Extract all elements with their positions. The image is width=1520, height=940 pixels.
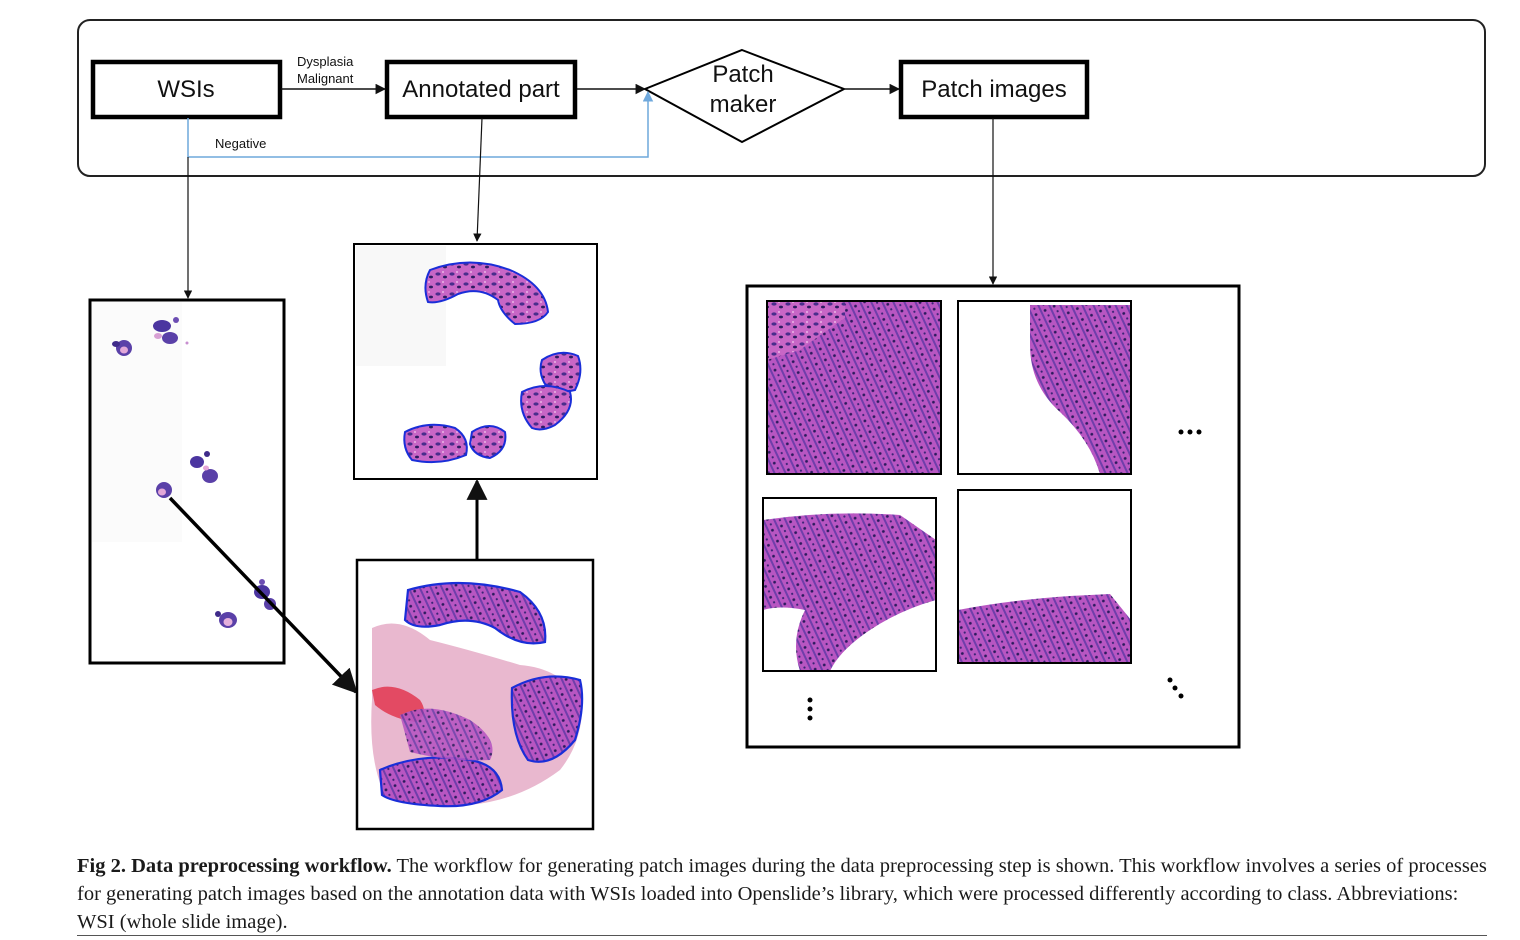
patch-tile-3 bbox=[762, 497, 937, 672]
annotated-region-image bbox=[353, 243, 598, 480]
edge-negative-path bbox=[187, 90, 654, 158]
patch-maker-label-line2: maker bbox=[710, 91, 777, 118]
tissue-sample-1 bbox=[112, 340, 132, 356]
edge-annotated-to-annotated-image bbox=[473, 117, 483, 242]
magnified-tissue-crypts-top bbox=[403, 581, 547, 645]
patch-tile-4 bbox=[957, 489, 1132, 664]
whole-slide-image-panel bbox=[88, 298, 286, 665]
patch-maker-label-line1: Patch bbox=[712, 61, 773, 88]
wsis-label: WSIs bbox=[157, 76, 214, 103]
annotated-tissue-right-upper bbox=[539, 351, 582, 393]
magnified-tissue-image bbox=[355, 558, 595, 831]
ellipsis-vertical-icon bbox=[807, 697, 813, 721]
patch-tile-1 bbox=[766, 300, 942, 475]
annotated-tissue-bottom-mid bbox=[468, 425, 507, 460]
magnified-tissue-crypts-right bbox=[510, 675, 584, 763]
edge-label-negative: Negative bbox=[215, 136, 266, 151]
patch-images-box: Patch images bbox=[898, 59, 1090, 120]
caption-divider bbox=[77, 935, 1487, 936]
caption-body: The workflow for generating patch images… bbox=[77, 855, 1487, 933]
magnified-tissue-crypts-bottom bbox=[378, 756, 504, 808]
annotated-part-box: Annotated part bbox=[384, 59, 578, 120]
caption-label: Fig 2. bbox=[77, 855, 126, 877]
edge-label-dysplasia: Dysplasia bbox=[297, 54, 354, 69]
edge-label-malignant: Malignant bbox=[297, 71, 354, 86]
patch-images-label: Patch images bbox=[921, 76, 1066, 103]
patch-images-grid bbox=[745, 284, 1241, 749]
magnified-tissue-crypts-center bbox=[400, 708, 493, 761]
workflow-diagram: WSIs Annotated part Patch maker Patch im… bbox=[77, 19, 1486, 831]
ellipsis-horizontal-icon bbox=[1178, 429, 1202, 435]
tissue-sample-4 bbox=[156, 482, 172, 498]
tissue-sample-3 bbox=[190, 451, 218, 483]
tissue-sample-6 bbox=[215, 611, 237, 628]
figure-caption: Fig 2. Data preprocessing workflow. The … bbox=[77, 852, 1489, 936]
annotated-part-label: Annotated part bbox=[402, 76, 560, 103]
patch-maker-diamond: Patch maker bbox=[642, 48, 847, 144]
caption-title: Data preprocessing workflow. bbox=[131, 855, 392, 877]
patch-tile-2 bbox=[957, 300, 1132, 475]
annotated-tissue-bottom-left bbox=[403, 423, 468, 464]
annotated-tissue-top bbox=[424, 261, 550, 326]
tissue-sample-2 bbox=[153, 317, 189, 345]
annotated-tissue-right-lower bbox=[520, 385, 572, 431]
zoom-arrow bbox=[168, 496, 358, 694]
workflow-container bbox=[77, 19, 1486, 177]
wsis-box: WSIs bbox=[90, 59, 283, 120]
ellipsis-diagonal-icon bbox=[1167, 677, 1184, 699]
